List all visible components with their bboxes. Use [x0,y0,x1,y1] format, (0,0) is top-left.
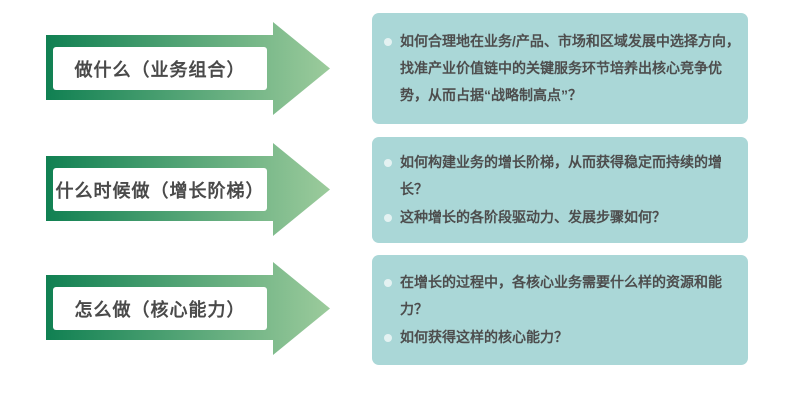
question-item: 如何获得这样的核心能力？ [384,324,746,351]
bullet-icon [384,159,392,167]
question-item: 在增长的过程中，各核心业务需要什么样的资源和能力？ [384,269,746,323]
arrow-label: 做什么（业务组合） [53,47,267,90]
arrow-how-to-do: 怎么做（核心能力） [46,262,330,355]
bullet-icon [384,334,392,342]
arrow-what-to-do: 做什么（业务组合） [46,22,330,115]
question-box-core-capability: 在增长的过程中，各核心业务需要什么样的资源和能力？ 如何获得这样的核心能力？ [372,255,748,365]
question-list: 如何合理地在业务/产品、市场和区域发展中选择方向，找准产业价值链中的关键服务环节… [384,27,746,110]
bullet-icon [384,279,392,287]
question-text: 在增长的过程中，各核心业务需要什么样的资源和能力？ [400,274,722,317]
question-text: 如何获得这样的核心能力？ [400,329,568,345]
question-box-business-portfolio: 如何合理地在业务/产品、市场和区域发展中选择方向，找准产业价值链中的关键服务环节… [372,13,748,124]
question-text: 这种增长的各阶段驱动力、发展步骤如何？ [400,209,666,225]
question-box-growth-ladder: 如何构建业务的增长阶梯，从而获得稳定而持续的增长？ 这种增长的各阶段驱动力、发展… [372,137,748,243]
bullet-icon [384,38,392,46]
bullet-icon [384,214,392,222]
question-item: 如何合理地在业务/产品、市场和区域发展中选择方向，找准产业价值链中的关键服务环节… [384,28,746,109]
question-text: 如何合理地在业务/产品、市场和区域发展中选择方向，找准产业价值链中的关键服务环节… [400,33,740,103]
question-item: 这种增长的各阶段驱动力、发展步骤如何？ [384,204,746,231]
question-text: 如何构建业务的增长阶梯，从而获得稳定而持续的增长？ [400,154,722,197]
arrow-label: 什么时候做（增长阶梯） [53,168,267,211]
arrow-when-to-do: 什么时候做（增长阶梯） [46,143,330,236]
question-item: 如何构建业务的增长阶梯，从而获得稳定而持续的增长？ [384,149,746,203]
arrow-label: 怎么做（核心能力） [53,287,267,330]
question-list: 在增长的过程中，各核心业务需要什么样的资源和能力？ 如何获得这样的核心能力？ [384,268,746,352]
question-list: 如何构建业务的增长阶梯，从而获得稳定而持续的增长？ 这种增长的各阶段驱动力、发展… [384,148,746,232]
